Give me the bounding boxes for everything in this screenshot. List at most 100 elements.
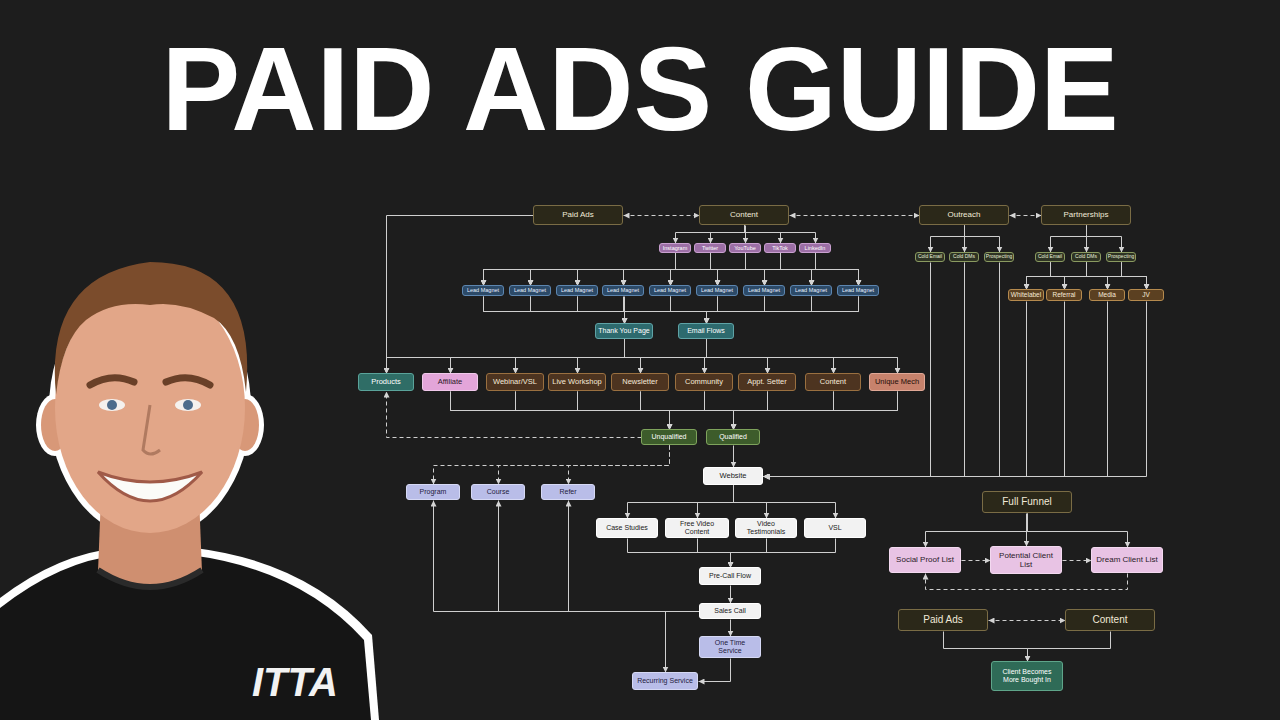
connector-arrow (516, 340, 625, 374)
box-label: TikTok (772, 245, 788, 251)
box-label: Newsletter (622, 378, 657, 387)
box-label: Paid Ads (562, 210, 594, 219)
connector-arrow (1065, 263, 1122, 290)
offer-box: Unique Mech (869, 373, 925, 391)
box-label: VSL (828, 524, 841, 532)
connector-arrow (624, 215, 700, 216)
connector-arrow (628, 539, 731, 568)
connector-arrow (764, 302, 1027, 477)
box-label: Community (685, 378, 723, 387)
stage-box: Full Funnel (982, 491, 1072, 513)
connector-arrow (624, 297, 707, 324)
box-label: Paid Ads (923, 614, 962, 626)
box-label: Case Studies (606, 524, 648, 532)
box-label: Sales Call (714, 607, 746, 615)
connector-arrow (484, 254, 816, 286)
box-label: Client Becomes More Bought In (996, 668, 1058, 684)
connector-arrow (578, 340, 707, 374)
box-label: Lead Magnet (467, 287, 499, 293)
connector-arrow (578, 340, 625, 374)
box-label: One Time Service (704, 639, 756, 655)
box-label: Thank You Page (598, 327, 649, 335)
connector-arrow (707, 340, 834, 374)
box-label: Cold Email (1038, 254, 1062, 260)
connector-arrow (670, 392, 898, 430)
connector-arrow (387, 340, 625, 374)
box-label: Media (1098, 291, 1116, 298)
method-tag: Cold Email (1035, 252, 1065, 262)
presenter-photo (0, 555, 371, 720)
connector-arrow (624, 254, 816, 286)
box-label: YouTube (734, 245, 756, 251)
lead-magnet-box: Lead Magnet (696, 285, 738, 296)
connector-arrow (666, 612, 700, 673)
box-label: Twitter (702, 245, 718, 251)
presenter-photo (99, 399, 125, 411)
connector-arrow (531, 254, 816, 286)
box-label: Free Video Content (670, 520, 724, 536)
lead-magnet-box: Lead Magnet (556, 285, 598, 296)
channel-tag: TikTok (764, 243, 796, 253)
lead-magnet-box: Lead Magnet (509, 285, 551, 296)
connector-arrow (625, 340, 641, 374)
box-label: Unqualified (651, 433, 686, 441)
connector-arrow (641, 340, 707, 374)
list-box: Potential Client List (990, 546, 1062, 574)
box-label: Live Workshop (552, 378, 601, 387)
connector-arrow (625, 297, 859, 324)
connector-arrow (711, 226, 745, 244)
presenter-photo (98, 570, 202, 587)
connector-arrow (451, 340, 625, 374)
connector-arrow (578, 297, 707, 324)
process-box: Case Studies (596, 518, 658, 538)
box-label: Program (420, 488, 447, 496)
connector-arrow (812, 254, 816, 286)
box-label: Prospecting (986, 254, 1012, 260)
connector-arrow (926, 514, 1028, 548)
partner-type-box: JV (1128, 289, 1164, 301)
connector-arrow (745, 226, 816, 244)
box-label: Lead Magnet (795, 287, 827, 293)
process-box: Website (703, 467, 763, 485)
box-label: Lead Magnet (514, 287, 546, 293)
box-label: Webinar/VSL (493, 378, 537, 387)
connector-arrow (1051, 263, 1147, 290)
qualification-box: Qualified (706, 429, 760, 445)
connector-arrow (707, 297, 812, 324)
box-label: Lead Magnet (654, 287, 686, 293)
presenter-photo (183, 400, 193, 410)
partner-type-box: Media (1089, 289, 1125, 301)
service-box: Refer (541, 484, 595, 500)
lead-magnet-box: Lead Magnet (462, 285, 504, 296)
stage-box: Content (699, 205, 789, 225)
box-label: Lead Magnet (842, 287, 874, 293)
process-box: Video Testimonials (735, 518, 797, 538)
stage-box: Content (1065, 609, 1155, 631)
connector-arrow (531, 297, 707, 324)
connector-arrow (671, 254, 816, 286)
method-tag: Cold Email (915, 252, 945, 262)
service-box: Recurring Service (632, 672, 698, 690)
connector-arrow (816, 254, 859, 286)
box-label: Lead Magnet (748, 287, 780, 293)
list-box: Dream Client List (1091, 547, 1163, 573)
follow-up-box: Email Flows (678, 323, 734, 339)
box-label: Recurring Service (637, 677, 693, 685)
box-label: Products (371, 378, 401, 387)
presenter-photo (55, 262, 247, 395)
stage-box: Paid Ads (533, 205, 623, 225)
box-label: Prospecting (1108, 254, 1134, 260)
connector-arrow (765, 254, 816, 286)
box-label: Content (1092, 614, 1127, 626)
presenter-photo (98, 472, 202, 501)
offer-box: Products (358, 373, 414, 391)
connector-arrow (730, 586, 731, 604)
stage-box: Outreach (919, 205, 1009, 225)
box-label: Email Flows (687, 327, 725, 335)
offer-box: Appt. Setter (738, 373, 796, 391)
connector-arrow (926, 574, 1128, 590)
box-label: Appt. Setter (747, 378, 787, 387)
connector-arrow (965, 226, 1000, 253)
stage-box: Paid Ads (898, 609, 988, 631)
connector-arrow (764, 302, 1065, 477)
